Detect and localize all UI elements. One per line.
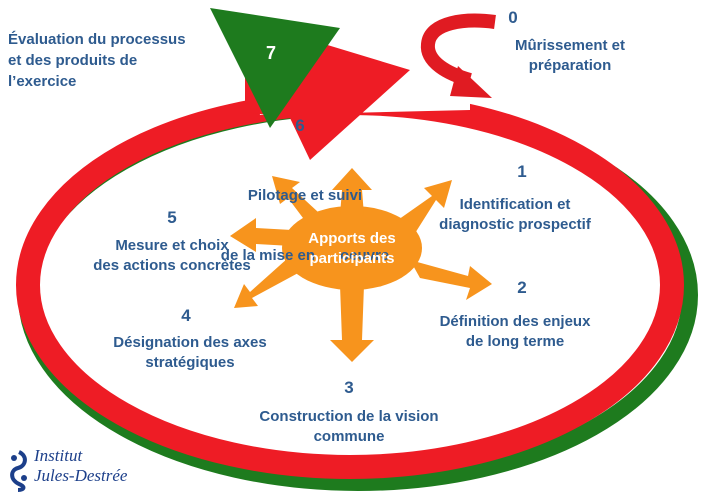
step5-label: Mesure et choix des actions concrètes (72, 236, 272, 276)
step5-number: 5 (167, 208, 177, 227)
step1-number: 1 (517, 162, 527, 181)
step4-line: stratégiques (145, 354, 235, 371)
green-step7-triangle (210, 8, 340, 128)
step2-label: Définition des enjeux de long terme (420, 312, 610, 352)
step5-line: des actions concrètes (93, 257, 251, 274)
step6-label: Pilotage et suivi de la mise en oeuvre (200, 146, 410, 286)
logo-line: Institut (34, 446, 83, 465)
step1-line: Identification et (459, 196, 571, 213)
orange-arrow-up (332, 168, 372, 215)
step5-line: Mesure et choix (115, 237, 229, 254)
orange-arrow-left (230, 218, 292, 252)
step4-line: Désignation des axes (113, 334, 267, 351)
logo-emblem-icon (10, 450, 27, 492)
participants-hub-label: Apports des participants (292, 229, 412, 269)
step4-label: Désignation des axes stratégiques (95, 333, 285, 373)
evaluation-line: Évaluation du processus (8, 31, 186, 48)
orange-arrow-right (410, 260, 492, 300)
step3-line: Construction de la vision (259, 408, 439, 425)
orange-arrow-upright (395, 180, 452, 238)
step1-line: diagnostic prospectif (439, 216, 591, 233)
step0-line: préparation (528, 57, 612, 74)
hub-line: Apports des (308, 230, 396, 247)
evaluation-line: l’exercice (8, 73, 77, 90)
step6-line: Pilotage et suivi (247, 187, 363, 204)
step3-label: Construction de la vision commune (234, 407, 464, 447)
logo-text: Institut Jules-Destrée (34, 446, 127, 486)
step3-line: commune (313, 428, 385, 445)
step0-hook-arrowhead (450, 66, 492, 98)
evaluation-label: Évaluation du processus et des produits … (8, 29, 186, 92)
step0-number: 0 (508, 8, 518, 27)
step7-number: 7 (265, 43, 276, 63)
step4-number: 4 (181, 306, 191, 325)
logo-line: Jules-Destrée (34, 466, 128, 485)
evaluation-line: et des produits de (8, 52, 138, 69)
step3-number: 3 (344, 378, 354, 397)
step1-label: Identification et diagnostic prospectif (420, 195, 610, 235)
step0-label: Mûrissement et préparation (500, 36, 640, 76)
orange-arrow-down (330, 285, 374, 362)
orange-arrow-upleft (272, 176, 318, 222)
step6-line: de la mise en oeuvre (220, 247, 390, 264)
participants-hub-ellipse (282, 206, 422, 290)
hub-line: participants (309, 250, 395, 267)
step6-number: 6 (295, 116, 305, 135)
step0-hook-arrow (420, 13, 496, 87)
orange-arrow-downleft (234, 258, 300, 308)
step2-line: de long terme (465, 333, 565, 350)
step2-number: 2 (517, 278, 527, 297)
step2-line: Définition des enjeux (439, 313, 591, 330)
step0-line: Mûrissement et (514, 37, 626, 54)
institut-logo: Institut Jules-Destrée (6, 446, 136, 492)
participants-star (230, 168, 492, 362)
